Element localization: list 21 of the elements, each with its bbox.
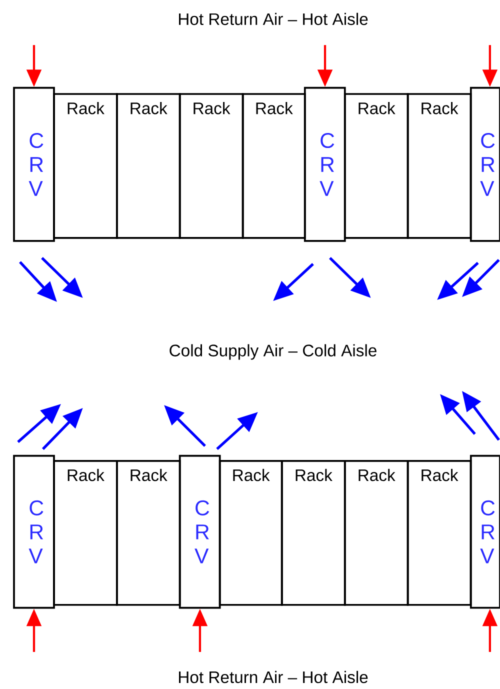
cooling-unit-box: C R V — [470, 454, 500, 609]
rack-box: Rack — [406, 460, 472, 606]
rack-box: Rack — [218, 460, 283, 606]
rack-box: Rack — [406, 93, 472, 239]
rack-box: Rack — [116, 93, 181, 239]
cooling-unit-box: C R V — [13, 86, 55, 242]
rack-box: Rack — [116, 460, 181, 606]
cooling-unit-box: C R V — [304, 86, 346, 242]
rack-box: Rack — [344, 93, 409, 239]
rack-box: Rack — [281, 460, 346, 606]
aisle-label: Cold Supply Air – Cold Aisle — [170, 344, 376, 360]
aisle-label: Hot Return Air – Hot Aisle — [179, 12, 368, 26]
cooling-unit-box: C R V — [470, 86, 500, 242]
cooling-unit-box: C R V — [178, 454, 221, 609]
aisle-label: Hot Return Air – Hot Aisle — [179, 670, 368, 684]
rack-box: Rack — [242, 93, 306, 239]
rack-box: Rack — [53, 460, 118, 606]
cooling-unit-box: C R V — [13, 454, 55, 609]
rack-box: Rack — [53, 93, 118, 239]
rack-box: Rack — [344, 460, 409, 606]
rack-box: Rack — [178, 93, 244, 239]
